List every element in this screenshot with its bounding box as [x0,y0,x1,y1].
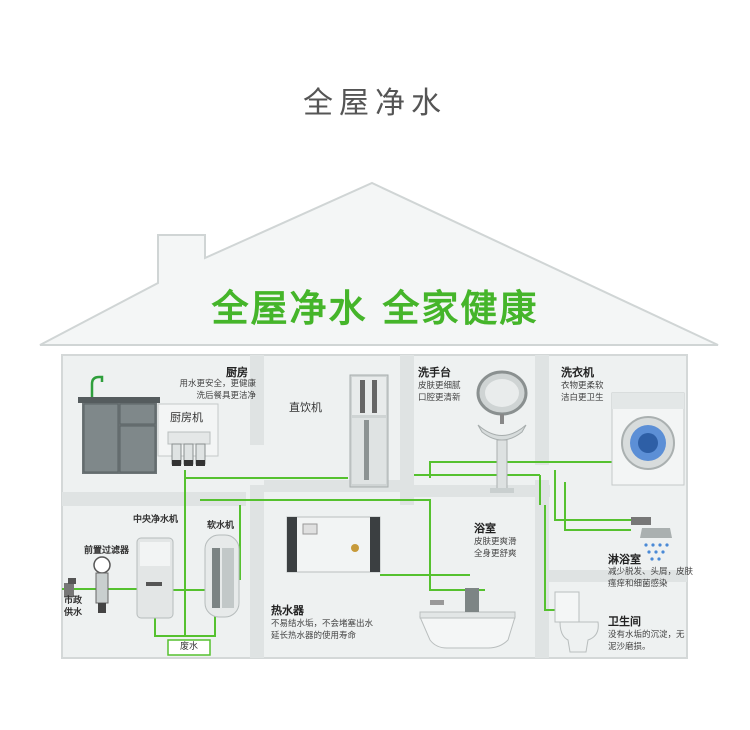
water-softener [204,534,240,618]
prefilter-label: 前置过滤器 [84,546,130,556]
municipal-label-1: 市政 [64,596,83,606]
kitchen-desc-2: 洗后餐具更洁净 [196,391,256,401]
wash-basin [476,370,528,493]
washer-desc-2: 洁白更卫生 [561,393,604,403]
washbasin-title: 洗手台 [418,366,451,379]
bathtub [419,588,516,649]
toilet-desc-2: 泥沙磨损。 [608,642,651,652]
toilet-desc-1: 没有水垢的沉淀，无 [608,630,685,640]
washer-title: 洗衣机 [561,366,594,379]
bath-desc-2: 全身更舒爽 [474,549,517,559]
municipal-tap [64,578,76,597]
drinking-machine [349,374,389,488]
bath-title: 浴室 [474,522,496,535]
pre-filter [93,556,111,613]
kitchen-desc-1: 用水更安全，更健康 [179,379,256,389]
slogan: 全屋净水 全家健康 [211,287,539,330]
kitchen-title: 厨房 [226,366,248,379]
wastewater-label: 废水 [180,642,199,652]
washbasin-desc-1: 皮肤更细腻 [418,381,461,391]
softener-label: 软水机 [207,521,235,531]
wastewater-box [167,639,211,656]
heater-title: 热水器 [271,604,304,617]
toilet-title: 卫生间 [608,615,641,628]
shower-desc-2: 瘙痒和细菌感染 [608,579,668,589]
kitchen-device-label: 厨房机 [170,411,203,424]
page-title: 全屋净水 [303,86,447,121]
washing-machine [611,392,685,486]
washbasin-desc-2: 口腔更清新 [418,393,461,403]
heater-desc-2: 延长热水器的使用寿命 [271,631,357,641]
shower-desc-1: 减少脱发、头屑，皮肤 [608,567,694,577]
kitchen-cabinet [78,375,160,474]
water-heater [286,516,381,573]
bath-desc-1: 皮肤更爽滑 [474,537,517,547]
shower-head [631,517,672,561]
municipal-label-2: 供水 [64,608,83,618]
central-purifier-label: 中央净水机 [133,515,179,525]
heater-desc-1: 不易结水垢，不会堵塞出水 [271,619,374,629]
toilet [554,591,599,653]
shower-title: 淋浴室 [608,553,641,566]
washer-desc-1: 衣物更柔软 [561,381,604,391]
kitchen-purifier [157,403,219,466]
drinking-machine-label: 直饮机 [289,401,322,414]
roof [39,181,719,346]
central-purifier [136,537,174,619]
